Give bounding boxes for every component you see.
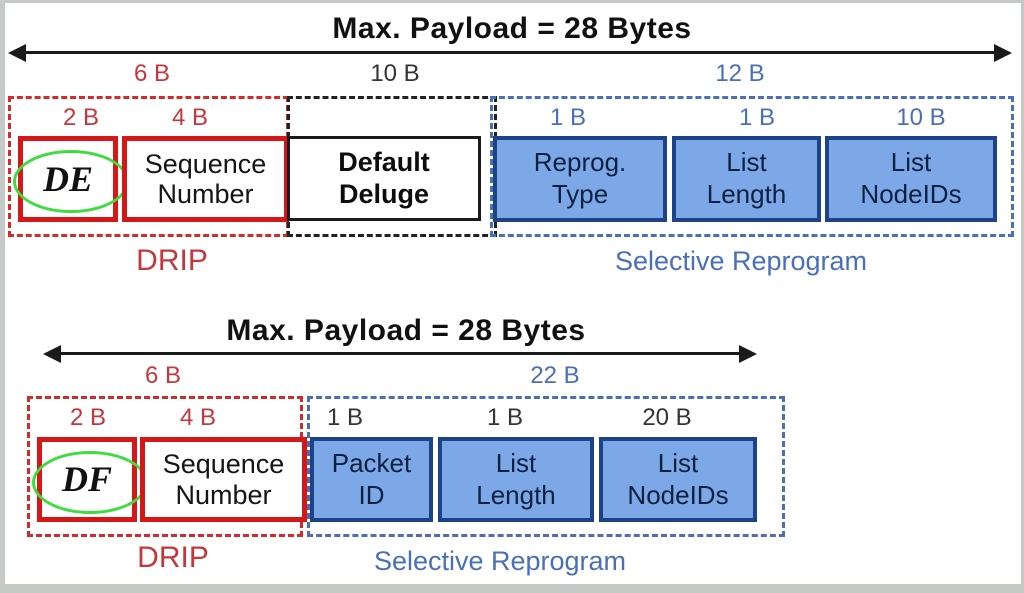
seq-size-label: 4 B (179, 404, 217, 431)
default-deluge-field-box: Default Deluge (287, 136, 481, 221)
arrowhead-left-icon (8, 44, 26, 62)
drip-label: DRIP (137, 541, 209, 574)
list-nodeids-size-label: 20 B (642, 404, 692, 431)
packet-id-field-box: Packet ID (310, 437, 433, 522)
max-payload-title: Max. Payload = 28 Bytes (332, 12, 692, 45)
df-field-box: DF (32, 437, 148, 522)
reprog-type-field-box: Reprog. Type (493, 136, 667, 222)
image-frame-right (1021, 0, 1024, 593)
selective-group-size-label: 12 B (715, 60, 765, 87)
drip-group-size-label: 6 B (133, 60, 171, 87)
df-size-label: 2 B (69, 404, 107, 431)
selective-group-outline (307, 396, 785, 537)
sequence-number-field-box: Sequence Number (122, 136, 289, 222)
max-payload-title: Max. Payload = 28 Bytes (226, 314, 586, 347)
arrowhead-right-icon (739, 345, 757, 363)
arrow-line (16, 51, 1008, 54)
arrowhead-right-icon (994, 44, 1012, 62)
image-frame-left (0, 0, 5, 593)
selective-group-size-label: 22 B (530, 362, 580, 389)
arrowhead-left-icon (43, 345, 61, 363)
sequence-number-field-box: Sequence Number (140, 437, 307, 522)
arrow-line (51, 352, 749, 355)
list-nodeids-field-box: List NodeIDs (599, 437, 757, 522)
packet-id-size-label: 1 B (326, 404, 364, 431)
selective-reprogram-label: Selective Reprogram (614, 246, 868, 276)
list-nodeids-field-box: List NodeIDs (825, 136, 997, 222)
list-length-size-label: 1 B (486, 404, 524, 431)
de-field-box: DE (13, 136, 129, 222)
drip-group-size-label: 6 B (144, 362, 182, 389)
image-frame-bottom (0, 584, 1024, 593)
list-length-size-label: 1 B (738, 104, 776, 131)
selective-group-outline (490, 96, 1014, 237)
reprog-size-label: 1 B (549, 104, 587, 131)
image-frame-top (0, 0, 1024, 3)
list-nodeids-size-label: 10 B (896, 104, 946, 131)
list-length-field-box: List Length (438, 437, 594, 522)
de-field-label: DE (42, 158, 93, 199)
deluge-group-size-label: 10 B (370, 60, 420, 87)
de-size-label: 2 B (62, 104, 100, 131)
selective-reprogram-label: Selective Reprogram (373, 546, 627, 576)
drip-label: DRIP (136, 244, 208, 277)
df-field-label: DF (61, 459, 112, 500)
list-length-field-box: List Length (672, 136, 821, 222)
seq-size-label: 4 B (171, 104, 209, 131)
